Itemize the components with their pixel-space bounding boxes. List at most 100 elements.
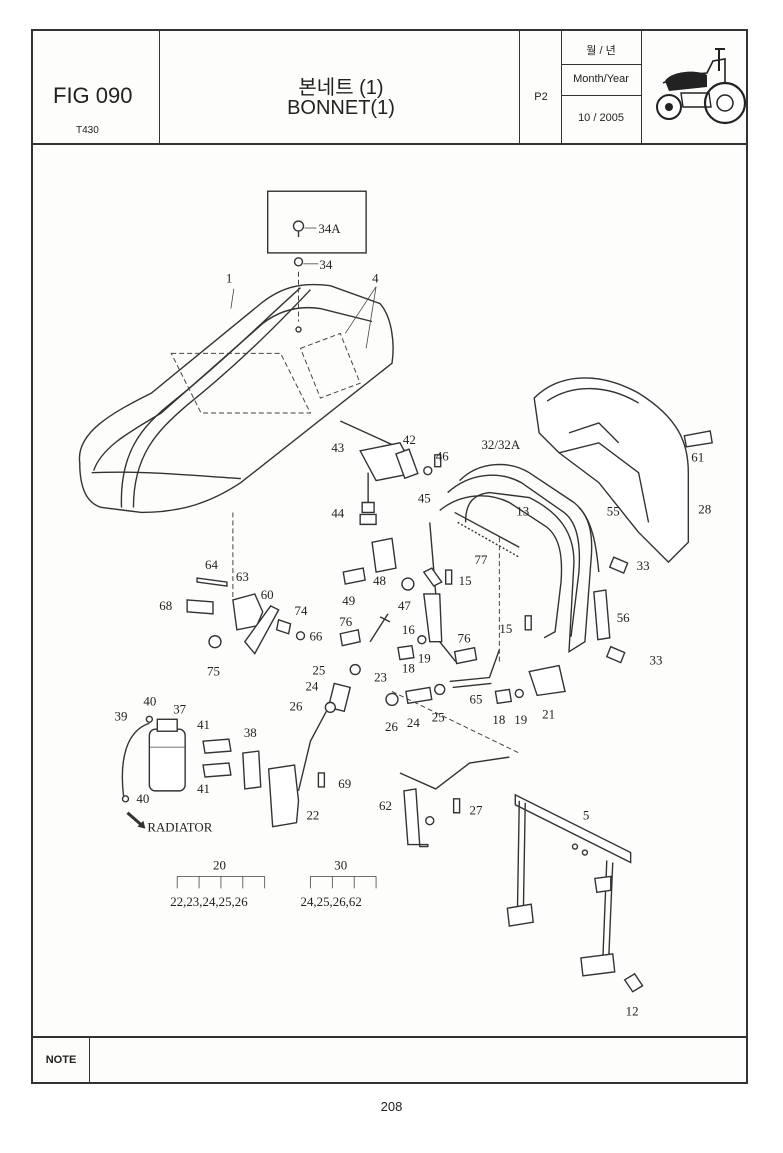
bolt-76a [339, 628, 361, 647]
note-row: NOTE [33, 1036, 746, 1082]
clamp-40b [121, 795, 130, 803]
reservoir-tank-37 [148, 718, 186, 792]
callout-37: 37 [173, 701, 186, 716]
callout-65: 65 [470, 691, 483, 706]
nut-25a [349, 663, 361, 676]
month-year-korean: 월 / 년 [586, 45, 616, 57]
callout-41a: 41 [197, 717, 210, 732]
callout-60: 60 [261, 587, 274, 602]
callout-26b: 26 [385, 719, 398, 734]
parts-sheet: FIG 090 T430 본네트 (1) BONNET(1) P2 월 / 년 … [31, 29, 748, 1084]
bracket-47-block [422, 567, 443, 587]
side-panel-28 [533, 377, 690, 564]
model-code: T430 [76, 125, 99, 136]
callout-18b: 18 [492, 712, 505, 727]
callout-33b: 33 [650, 653, 663, 668]
callout-38: 38 [244, 725, 257, 740]
bracket-48 [371, 537, 397, 573]
divider [641, 31, 642, 143]
callout-74: 74 [295, 603, 308, 618]
callout-22: 22 [306, 808, 319, 823]
callout-13: 13 [516, 503, 529, 518]
callout-46: 46 [436, 449, 449, 464]
nut-26b [385, 692, 399, 707]
bolt-69 [317, 772, 326, 788]
inset-box-34a [266, 190, 367, 254]
hinge-assembly [339, 420, 419, 482]
callout-76b: 76 [458, 631, 471, 646]
exploded-parts-diagram: 34A 34 1 4 42 43 46 45 44 32/32A 61 28 5… [78, 190, 713, 1019]
title-korean: 본네트 (1) [298, 77, 384, 99]
bolt-68 [186, 599, 214, 615]
callout-44: 44 [331, 505, 344, 520]
callout-62: 62 [379, 798, 392, 813]
callout-4: 4 [372, 271, 379, 286]
callout-21: 21 [542, 706, 555, 721]
hose-39 [121, 722, 150, 796]
callout-45: 45 [418, 490, 431, 505]
callout-56: 56 [617, 610, 630, 625]
bolt-33b [605, 645, 626, 664]
callout-15a: 15 [459, 573, 472, 588]
month-year-value: 10 / 2005 [578, 112, 624, 124]
callout-48: 48 [373, 573, 386, 588]
figure-number: FIG 090 [53, 83, 133, 108]
bracket-16 [423, 593, 443, 643]
arrow-head-icon [137, 820, 146, 829]
bolt-41a [202, 738, 232, 754]
rod-22 [297, 710, 327, 792]
bolt-61 [683, 430, 713, 448]
callout-19b: 19 [514, 712, 527, 727]
pin-66 [295, 631, 306, 641]
callout-40b: 40 [136, 791, 149, 806]
callout-24a: 24 [305, 678, 318, 693]
rod-23-end [379, 616, 391, 623]
bolt-18b [494, 688, 513, 705]
leader-line [230, 288, 235, 309]
callout-49: 49 [342, 593, 355, 608]
bolt-18a [397, 644, 415, 661]
callout-61: 61 [691, 450, 704, 465]
nut-26a [324, 701, 337, 714]
bolt-49 [342, 567, 366, 585]
callout-66: 66 [309, 629, 322, 644]
bolt-76b [453, 646, 478, 665]
bushing-47 [401, 577, 415, 591]
callout-43: 43 [331, 440, 344, 455]
washer-45 [423, 465, 433, 476]
bolt-12 [623, 972, 644, 993]
rod-23 [369, 613, 389, 643]
divider [159, 31, 160, 143]
bolt-44 [359, 472, 377, 526]
divider [561, 31, 562, 143]
assembly-20-number: 20 [213, 857, 226, 872]
callout-41b: 41 [197, 781, 210, 796]
callout-34: 34 [319, 257, 332, 272]
tractor-icon [656, 48, 747, 125]
callout-75: 75 [207, 664, 220, 679]
radiator-label: RADIATOR [147, 820, 212, 835]
bracket-38 [242, 750, 262, 790]
divider [561, 64, 641, 65]
callout-76a: 76 [339, 614, 352, 629]
page-code: P2 [534, 91, 548, 103]
bracket-22 [267, 764, 300, 828]
callout-25b: 25 [432, 709, 445, 724]
callout-55: 55 [607, 503, 620, 518]
strip-56 [593, 589, 611, 641]
pin-64 [196, 577, 228, 587]
bracket-21 [528, 664, 566, 697]
title-english: BONNET(1) [287, 97, 395, 119]
nut-25b [434, 683, 446, 696]
clamp-40a [145, 715, 154, 723]
callout-40a: 40 [143, 693, 156, 708]
bonnet-hole [295, 326, 302, 333]
clip-74 [275, 618, 292, 635]
assembly-30-parts: 24,25,26,62 [300, 894, 361, 909]
nut-75 [208, 635, 222, 649]
bolt-41b [202, 762, 232, 778]
callout-24b: 24 [407, 715, 420, 730]
plug-icon [292, 220, 319, 267]
callout-1: 1 [226, 271, 232, 286]
bolt-15a [444, 569, 453, 585]
